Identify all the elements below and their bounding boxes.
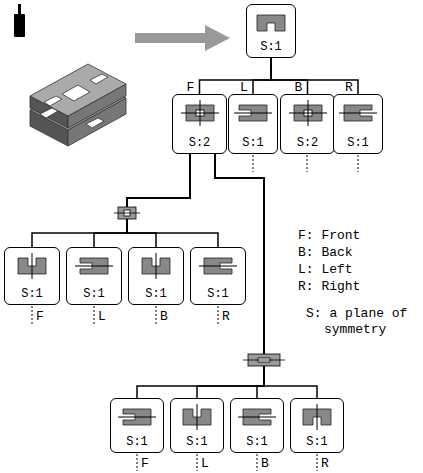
- view-box: S:2: [172, 94, 227, 154]
- direction-label: L: [98, 309, 106, 325]
- symmetry-count: S:1: [126, 436, 148, 448]
- section-icon: [243, 354, 285, 366]
- tree-branch: [200, 58, 272, 94]
- direction-label: R: [222, 309, 230, 325]
- view-box: S:1: [333, 94, 383, 154]
- section-icon: [297, 403, 337, 431]
- tree-branch: [137, 154, 264, 398]
- symmetry-count: S:1: [242, 137, 264, 149]
- legend-text: R: Right: [298, 279, 360, 295]
- legend-text: L: Left: [298, 262, 353, 278]
- section-icon: [233, 99, 273, 127]
- view-box: S:1: [170, 398, 224, 453]
- section-icon: [180, 99, 220, 127]
- symmetry-count: S:1: [21, 288, 43, 300]
- section-icon: [114, 207, 140, 219]
- view-box: S:1: [4, 247, 60, 305]
- direction-label: R: [321, 456, 329, 472]
- view-box: S:1: [190, 247, 246, 305]
- direction-label: F: [36, 309, 44, 325]
- symmetry-count: S:1: [246, 436, 268, 448]
- symmetry-count: S:1: [145, 288, 167, 300]
- direction-label: B: [294, 81, 304, 94]
- section-icon: [177, 403, 217, 431]
- view-arrow: [135, 25, 230, 51]
- symmetry-count: S:1: [83, 288, 105, 300]
- view-box: S:1: [290, 398, 344, 453]
- camera-icon: [14, 4, 25, 37]
- direction-label: F: [141, 456, 149, 472]
- symmetry-count: S:1: [306, 436, 328, 448]
- section-icon: [74, 252, 114, 280]
- tree-branch: [271, 58, 308, 94]
- symmetry-count: S:1: [186, 436, 208, 448]
- direction-label: L: [239, 81, 249, 94]
- section-icon: [251, 9, 291, 37]
- object-illustration: [30, 64, 126, 146]
- tree-branch: [253, 58, 271, 94]
- section-icon: [198, 252, 238, 280]
- tree-branch: [271, 58, 358, 94]
- section-icon: [237, 403, 277, 431]
- direction-label: F: [186, 81, 196, 94]
- symmetry-count: S:1: [347, 137, 369, 149]
- symmetry-count: S:1: [260, 41, 282, 53]
- direction-label: R: [344, 81, 354, 94]
- direction-label: L: [201, 456, 209, 472]
- view-box: S:1: [66, 247, 122, 305]
- view-box: S:1: [228, 94, 278, 154]
- tree-branch: [127, 154, 218, 247]
- section-icon: [288, 99, 328, 127]
- section-icon: [136, 252, 176, 280]
- view-box: S:1: [230, 398, 284, 453]
- direction-label: B: [261, 456, 269, 472]
- direction-label: B: [160, 309, 168, 325]
- legend-text: B: Back: [298, 245, 353, 261]
- symmetry-count: S:2: [189, 137, 211, 149]
- view-box: S:1: [110, 398, 164, 453]
- section-icon: [338, 99, 378, 127]
- legend-text: F: Front: [298, 228, 360, 244]
- symmetry-count: S:1: [207, 288, 229, 300]
- section-icon: [12, 252, 52, 280]
- view-box: S:1: [128, 247, 184, 305]
- view-box: S:2: [280, 94, 335, 154]
- view-box: S:1: [246, 4, 296, 58]
- legend-text: S: a plane of symmetry: [306, 306, 423, 339]
- symmetry-count: S:2: [297, 137, 319, 149]
- section-icon: [117, 403, 157, 431]
